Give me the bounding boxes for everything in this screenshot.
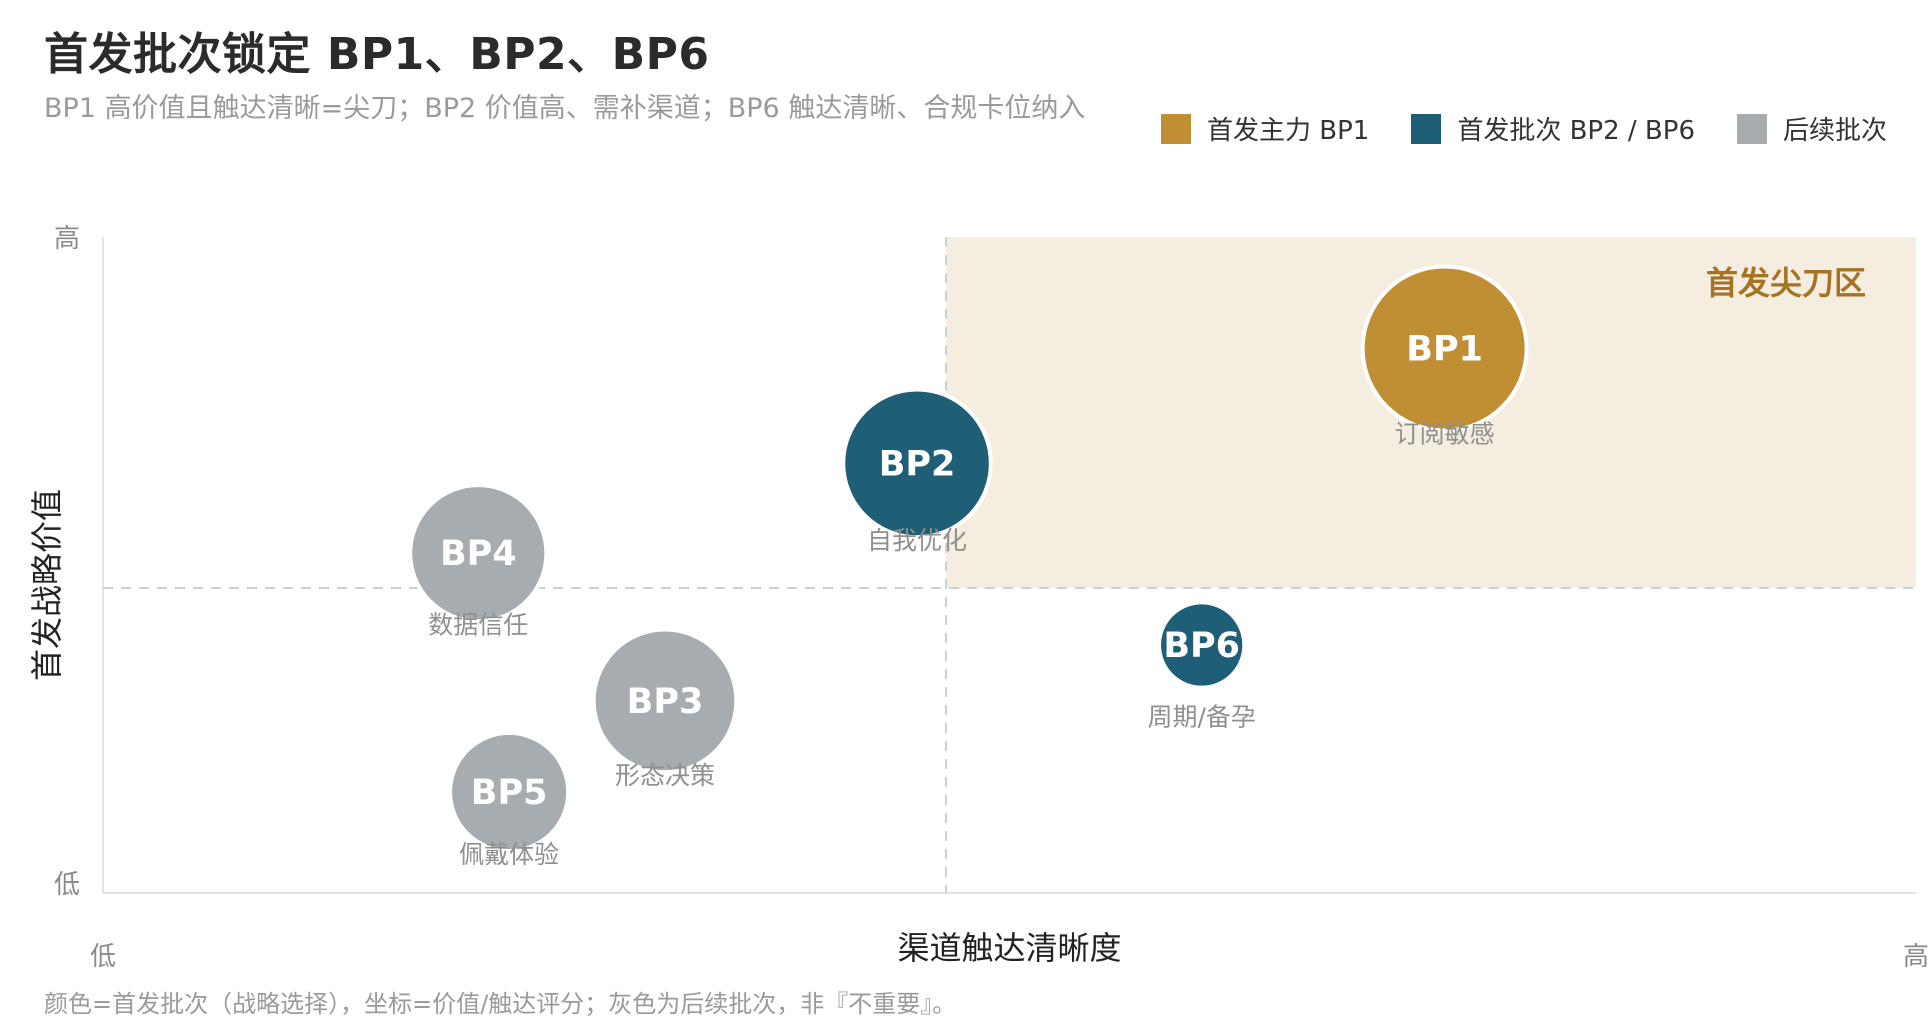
legend-swatch-first-batch xyxy=(1411,113,1442,144)
legend-label-later-batch: 后续批次 xyxy=(1782,116,1887,146)
bubble-bp2 xyxy=(841,387,993,540)
bubble-sublabel-bp3: 形态决策 xyxy=(615,761,715,790)
legend-swatch-lead xyxy=(1160,113,1191,144)
bubble-bp3 xyxy=(591,627,739,775)
x-tick-high: 高 xyxy=(1903,942,1929,972)
y-tick-low: 低 xyxy=(54,870,80,900)
bubble-label-bp2: BP2 xyxy=(879,444,956,484)
legend: 首发主力 BP1 首发批次 BP2 / BP6 后续批次 xyxy=(1160,110,1887,147)
legend-swatch-later-batch xyxy=(1736,113,1767,144)
bubble-label-bp5: BP5 xyxy=(471,773,548,813)
bubble-label-bp3: BP3 xyxy=(627,682,704,722)
bubble-bp1 xyxy=(1360,264,1529,433)
spearhead-zone-label: 首发尖刀区 xyxy=(1706,264,1866,302)
bubble-sublabel-bp4: 数据信任 xyxy=(428,610,528,639)
bubble-bp4 xyxy=(408,483,549,624)
bubble-sublabel-bp2: 自我优化 xyxy=(867,526,967,555)
y-tick-high: 高 xyxy=(54,224,80,254)
bubble-label-bp1: BP1 xyxy=(1406,330,1483,370)
legend-item-first-batch: 首发批次 BP2 / BP6 xyxy=(1411,110,1695,147)
legend-item-later-batch: 后续批次 xyxy=(1736,110,1887,147)
chart-title: 首发批次锁定 BP1、BP2、BP6 xyxy=(44,29,710,80)
legend-label-first-batch: 首发批次 BP2 / BP6 xyxy=(1457,116,1695,146)
y-axis-label: 首发战略价值 xyxy=(28,489,66,681)
x-tick-low: 低 xyxy=(90,942,116,972)
legend-item-lead: 首发主力 BP1 xyxy=(1160,110,1370,147)
x-axis-label: 渠道触达清晰度 xyxy=(897,929,1121,967)
bubble-label-bp6: BP6 xyxy=(1163,626,1240,666)
bubble-bp6 xyxy=(1157,600,1247,690)
bubble-sublabel-bp5: 佩戴体验 xyxy=(459,840,559,869)
chart-footnote: 颜色=首发批次（战略选择），坐标=价值/触达评分；灰色为后续批次，非『不重要』。 xyxy=(44,990,957,1018)
legend-label-lead: 首发主力 BP1 xyxy=(1206,116,1370,146)
bubble-label-bp4: BP4 xyxy=(440,534,517,574)
bubble-sublabel-bp1: 订阅敏感 xyxy=(1395,420,1495,449)
bubble-bp5 xyxy=(448,730,571,854)
bubble-sublabel-bp6: 周期/备孕 xyxy=(1147,703,1255,732)
chart-subtitle: BP1 高价值且触达清晰=尖刀；BP2 价值高、需补渠道；BP6 触达清晰、合规… xyxy=(44,93,1086,124)
bubble-points: BP1 订阅敏感 BP2 自我优化 BP4 数据信任 BP6 周期/备孕 BP3 形态决策 BP5 佩… xyxy=(408,264,1529,869)
